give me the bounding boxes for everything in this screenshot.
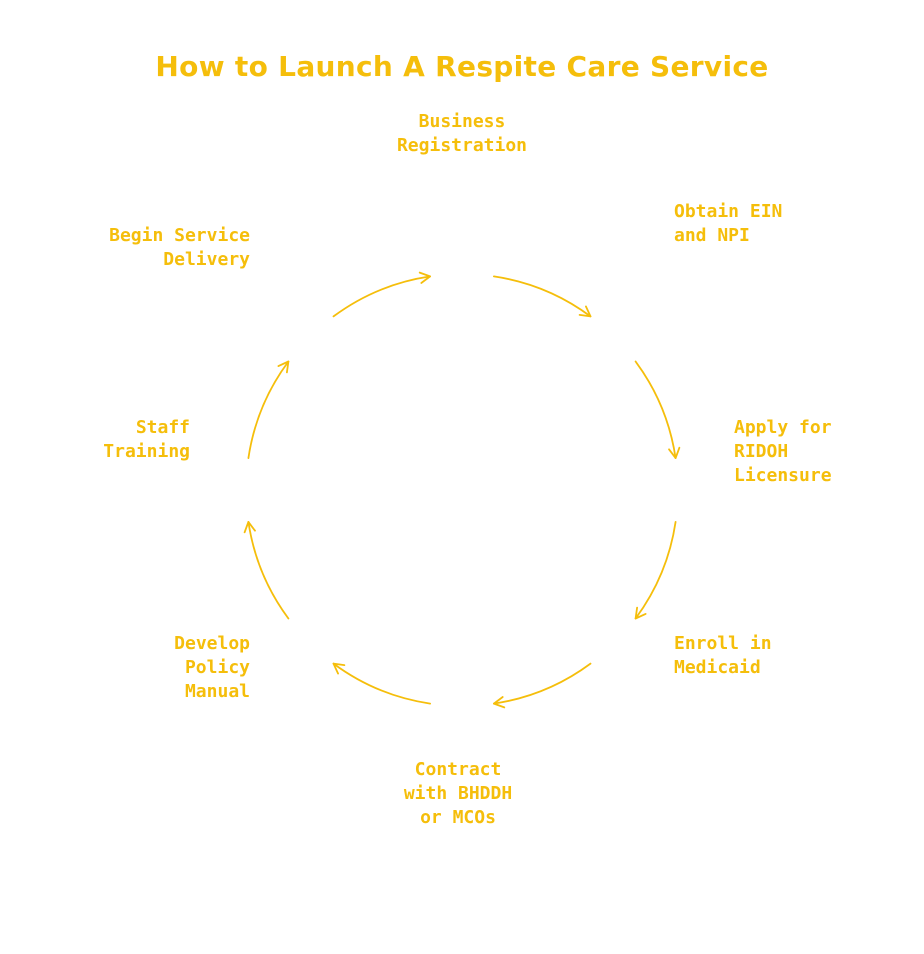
cycle-arrow-7 [247,360,290,459]
arrowhead-icon [418,271,431,284]
step-business-registration: Business Registration [396,111,528,156]
cycle-arrow-8 [332,275,431,318]
cycle-arrow-6 [247,521,290,620]
arrowhead-icon [243,521,256,534]
cycle-arrow-3 [634,521,677,620]
arrowhead-icon [277,360,290,374]
step-obtain-ein-npi: Obtain EIN and NPI [674,201,783,246]
arrowhead-icon [493,696,506,709]
diagram-title: How to Launch A Respite Care Service [155,50,769,83]
step-ridoh-licensure: Apply for RIDOH Licensure [734,417,832,486]
arrowhead-icon [668,446,681,459]
step-staff-training: Staff Training [103,417,190,462]
cycle-arrow-4 [493,662,592,705]
cycle-arrow-5 [332,662,431,705]
step-contract-bhddh: Contract with BHDDH or MCOs [403,759,513,828]
cycle-arrow-1 [493,275,592,318]
step-enroll-medicaid: Enroll in Medicaid [674,633,772,678]
step-begin-service: Begin Service Delivery [109,225,250,270]
arrowhead-icon [578,305,592,318]
cycle-arrow-2 [634,360,677,459]
arrowhead-icon [332,662,346,675]
arrowhead-icon [634,606,647,620]
step-policy-manual: Develop Policy Manual [174,633,250,702]
